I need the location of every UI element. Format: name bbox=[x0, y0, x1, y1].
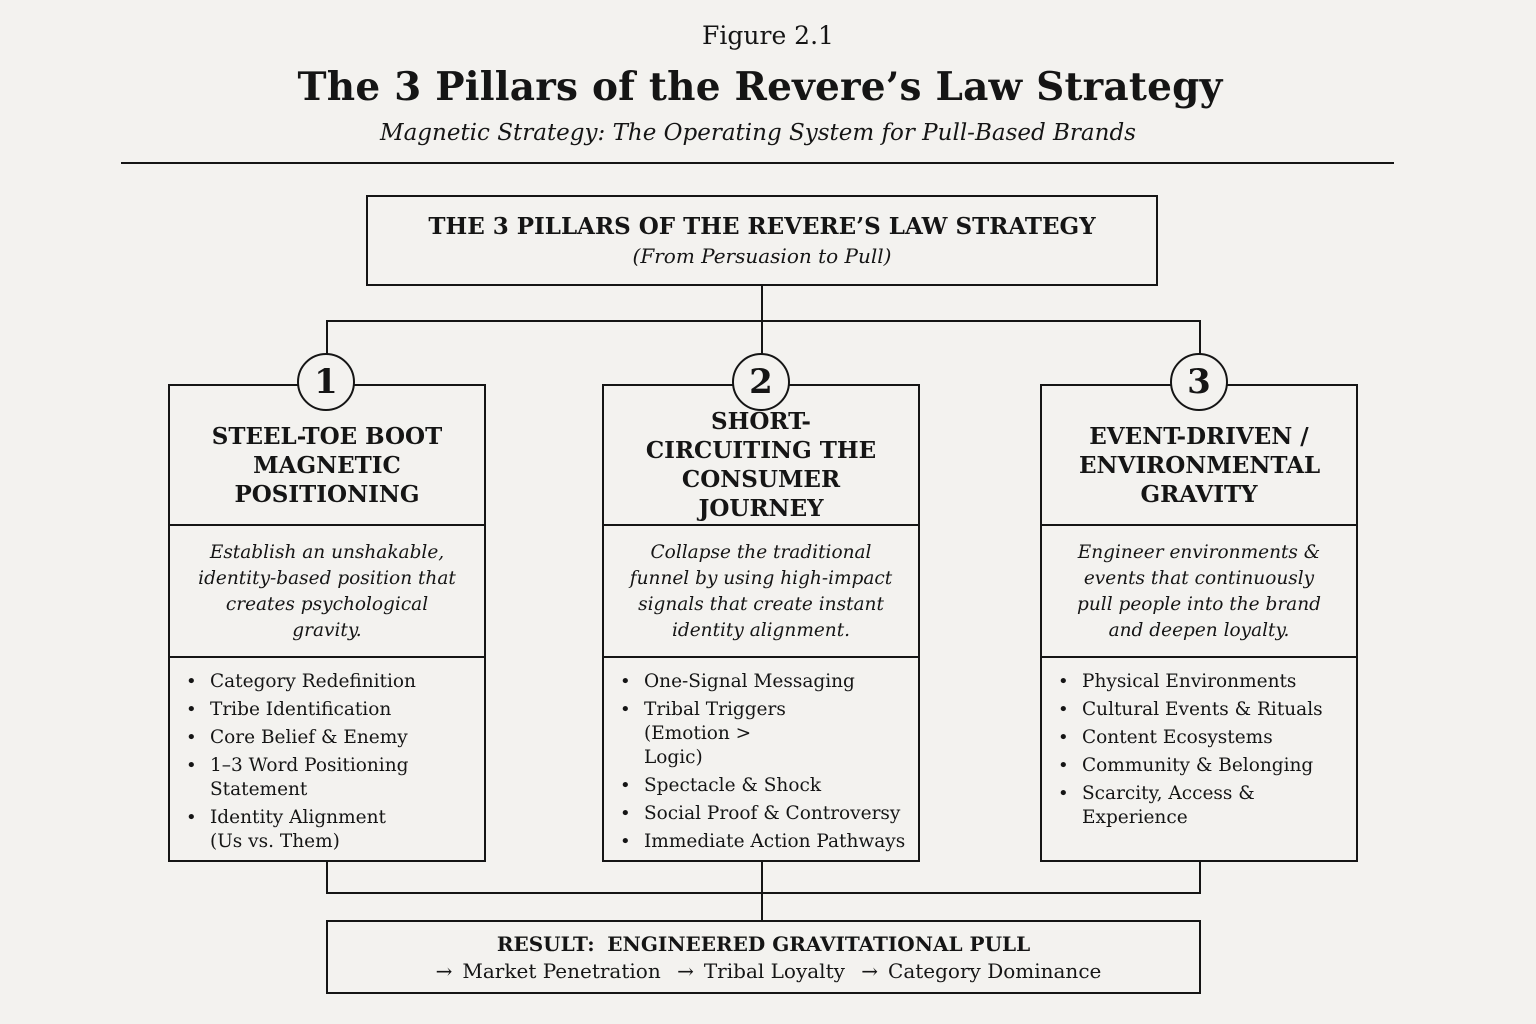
list-item: Identity Alignment (Us vs. Them) bbox=[186, 806, 390, 854]
list-item: Physical Environments bbox=[1058, 670, 1346, 694]
pillar-1-list: Category Redefinition Tribe Identificati… bbox=[170, 658, 484, 858]
connector-bottom-horizontal bbox=[326, 892, 1201, 894]
list-item: 1–3 Word Positioning Statement bbox=[186, 754, 410, 802]
list-item: One-Signal Messaging bbox=[620, 670, 908, 694]
list-item: Tribe Identification bbox=[186, 698, 474, 722]
root-subtitle: (From Persuasion to Pull) bbox=[632, 244, 892, 268]
connector-bottom-middle-rise bbox=[761, 862, 763, 920]
pillar-2-box: SHORT-CIRCUITING THE CONSUMER JOURNEY Co… bbox=[602, 384, 920, 862]
title-divider bbox=[121, 162, 1394, 164]
connector-top-right-drop bbox=[1199, 320, 1201, 356]
list-item: Community & Belonging bbox=[1058, 754, 1346, 778]
figure-label: Figure 2.1 bbox=[702, 21, 834, 50]
pillar-2-number-badge: 2 bbox=[732, 353, 790, 411]
connector-bottom-right-rise bbox=[1199, 862, 1201, 894]
pillar-1-box: STEEL-TOE BOOT MAGNETIC POSITIONING Esta… bbox=[168, 384, 486, 862]
root-box: THE 3 PILLARS OF THE REVERE’S LAW STRATE… bbox=[366, 195, 1158, 286]
pillar-3-number-badge: 3 bbox=[1170, 353, 1228, 411]
pillar-2-description: Collapse the traditional funnel by using… bbox=[629, 542, 893, 641]
result-flow: → Market Penetration → Tribal Loyalty → Cat… bbox=[328, 957, 1199, 985]
pillar-3-description-section: Engineer environments & events that cont… bbox=[1042, 526, 1356, 658]
list-item: Social Proof & Controversy bbox=[620, 802, 908, 826]
result-step-1: Market Penetration bbox=[462, 959, 661, 983]
pillar-3-box: EVENT-DRIVEN / ENVIRONMENTAL GRAVITY Eng… bbox=[1040, 384, 1358, 862]
list-item: Tribal Triggers (Emotion > Logic) bbox=[620, 698, 814, 770]
root-title: THE 3 PILLARS OF THE REVERE’S LAW STRATE… bbox=[428, 213, 1096, 240]
list-item: Core Belief & Enemy bbox=[186, 726, 474, 750]
pillar-2-description-section: Collapse the traditional funnel by using… bbox=[604, 526, 918, 658]
list-item: Scarcity, Access & Experience bbox=[1058, 782, 1272, 830]
connector-top-left-drop bbox=[326, 320, 328, 356]
result-heading: RESULT: ENGINEERED GRAVITATIONAL PULL bbox=[328, 931, 1199, 957]
list-item: Spectacle & Shock bbox=[620, 774, 908, 798]
pillar-3-title: EVENT-DRIVEN / ENVIRONMENTAL GRAVITY bbox=[1079, 422, 1321, 508]
result-step-2: Tribal Loyalty bbox=[703, 959, 845, 983]
list-item: Cultural Events & Rituals bbox=[1058, 698, 1346, 722]
list-item: Category Redefinition bbox=[186, 670, 474, 694]
arrow-icon: → bbox=[677, 959, 694, 983]
pillar-3-header: EVENT-DRIVEN / ENVIRONMENTAL GRAVITY bbox=[1042, 386, 1356, 526]
page-subtitle: Magnetic Strategy: The Operating System … bbox=[380, 120, 1136, 146]
connector-top-horizontal bbox=[326, 320, 1201, 322]
pillar-1-number-badge: 1 bbox=[297, 353, 355, 411]
connector-root-down bbox=[761, 286, 763, 321]
page-title: The 3 Pillars of the Revere’s Law Strate… bbox=[297, 64, 1223, 110]
pillar-2-list: One-Signal Messaging Tribal Triggers (Em… bbox=[604, 658, 918, 858]
pillar-1-description: Establish an unshakable, identity-based … bbox=[198, 542, 456, 641]
result-step-3: Category Dominance bbox=[888, 959, 1102, 983]
list-item: Content Ecosystems bbox=[1058, 726, 1346, 750]
result-box: RESULT: ENGINEERED GRAVITATIONAL PULL → M… bbox=[326, 920, 1201, 994]
result-text: ENGINEERED GRAVITATIONAL PULL bbox=[607, 932, 1031, 956]
pillar-3-list: Physical Environments Cultural Events & … bbox=[1042, 658, 1356, 834]
pillar-1-description-section: Establish an unshakable, identity-based … bbox=[170, 526, 484, 658]
arrow-icon: → bbox=[435, 959, 453, 983]
result-label: RESULT: bbox=[496, 932, 595, 956]
pillar-1-header: STEEL-TOE BOOT MAGNETIC POSITIONING bbox=[170, 386, 484, 526]
pillar-3-description: Engineer environments & events that cont… bbox=[1077, 542, 1321, 641]
connector-top-middle-drop bbox=[761, 320, 763, 356]
pillar-2-title: SHORT-CIRCUITING THE CONSUMER JOURNEY bbox=[645, 408, 877, 522]
arrow-icon: → bbox=[861, 959, 879, 983]
pillar-2-header: SHORT-CIRCUITING THE CONSUMER JOURNEY bbox=[604, 386, 918, 526]
pillar-1-title: STEEL-TOE BOOT MAGNETIC POSITIONING bbox=[211, 422, 443, 508]
connector-bottom-left-rise bbox=[326, 862, 328, 894]
list-item: Immediate Action Pathways bbox=[620, 830, 908, 854]
